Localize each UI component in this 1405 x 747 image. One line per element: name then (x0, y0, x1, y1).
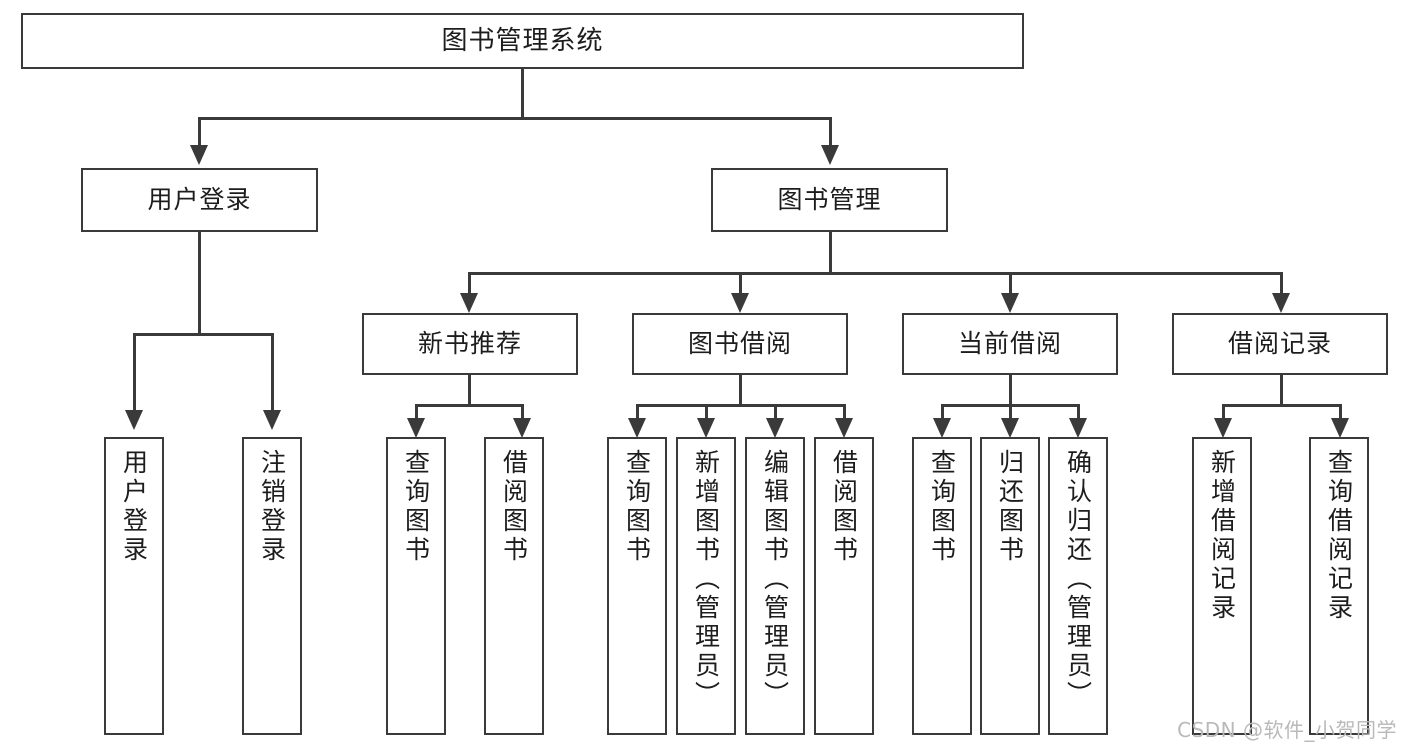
connector-user-login-stem (198, 232, 201, 336)
leaf-label: 编辑图书（管理员） (760, 449, 790, 710)
connector-borrow-record-stem (1280, 375, 1283, 407)
connector-current-borrow-leaf-1 (941, 404, 944, 422)
connector-book-management-stem (829, 232, 832, 274)
connector-user-login-leaf-1 (133, 333, 136, 413)
leaf-label: 查询图书 (401, 449, 431, 565)
connector-borrow-record-bus (1222, 404, 1341, 407)
connector-book-management-bus (468, 272, 1280, 275)
node-current-borrow[interactable]: 当前借阅 (902, 313, 1118, 375)
connector-root-to-user-login (198, 117, 201, 148)
connector-book-borrow-leaf-1 (636, 404, 639, 422)
leaf-current-borrow-return-book[interactable]: 归还图书 (980, 437, 1040, 735)
leaf-label: 用户登录 (119, 449, 149, 565)
leaf-borrow-record-add-record[interactable]: 新增借阅记录 (1192, 437, 1252, 735)
connector-borrow-record-leaf-1 (1222, 404, 1225, 422)
connector-new-book-bus (415, 404, 523, 407)
node-book-borrow[interactable]: 图书借阅 (632, 313, 848, 375)
connector-current-borrow-leaf-2 (1009, 404, 1012, 422)
connector-new-book-leaf-2 (521, 404, 524, 422)
leaf-label: 确认归还（管理员） (1063, 449, 1093, 710)
arrow-borrow-record-leaf-2 (1331, 418, 1349, 438)
connector-user-login-bus (133, 333, 271, 336)
leaf-book-borrow-edit-book[interactable]: 编辑图书（管理员） (745, 437, 805, 735)
node-root-book-management-system[interactable]: 图书管理系统 (21, 13, 1024, 69)
connector-current-borrow-leaf-3 (1077, 404, 1080, 422)
arrow-book-borrow-leaf-3 (766, 418, 784, 438)
arrow-current-borrow-leaf-3 (1069, 418, 1087, 438)
connector-book-borrow-stem (739, 375, 742, 407)
connector-current-borrow-stem (1009, 375, 1012, 407)
node-label: 借阅记录 (1227, 329, 1332, 359)
leaf-label: 注销登录 (257, 449, 287, 565)
connector-bm-to-borrow-record (1280, 272, 1283, 296)
node-label: 用户登录 (147, 185, 252, 215)
leaf-user-login-login[interactable]: 用户登录 (104, 437, 164, 735)
connector-root-bus (198, 117, 831, 120)
connector-book-borrow-leaf-2 (705, 404, 708, 422)
arrow-book-borrow-leaf-2 (697, 418, 715, 438)
leaf-new-book-borrow-book[interactable]: 借阅图书 (484, 437, 544, 735)
leaf-book-borrow-query-book[interactable]: 查询图书 (607, 437, 667, 735)
arrow-bm-to-borrow-record (1272, 293, 1290, 313)
connector-user-login-leaf-2 (271, 333, 274, 413)
arrow-borrow-record-leaf-1 (1214, 418, 1232, 438)
leaf-current-borrow-query-book[interactable]: 查询图书 (912, 437, 972, 735)
arrow-new-book-leaf-1 (407, 418, 425, 438)
node-borrow-record[interactable]: 借阅记录 (1172, 313, 1388, 375)
node-label: 新书推荐 (417, 329, 522, 359)
connector-bm-to-book-borrow (739, 272, 742, 296)
node-label: 图书管理系统 (441, 25, 604, 56)
connector-book-borrow-leaf-4 (843, 404, 846, 422)
arrow-user-login-leaf-1 (125, 410, 143, 430)
connector-bm-to-new-book (468, 272, 471, 296)
node-new-book-recommend[interactable]: 新书推荐 (362, 313, 578, 375)
connector-root-stem (521, 69, 524, 119)
arrow-bm-to-current-borrow (1001, 293, 1019, 313)
arrow-bm-to-book-borrow (731, 293, 749, 313)
leaf-book-borrow-add-book[interactable]: 新增图书（管理员） (676, 437, 736, 735)
leaf-label: 查询图书 (927, 449, 957, 565)
node-label: 图书管理 (777, 185, 882, 215)
leaf-book-borrow-borrow-book[interactable]: 借阅图书 (814, 437, 874, 735)
leaf-borrow-record-query-record[interactable]: 查询借阅记录 (1309, 437, 1369, 735)
connector-new-book-leaf-1 (415, 404, 418, 422)
node-user-login[interactable]: 用户登录 (81, 168, 318, 232)
csdn-watermark: CSDN @软件_小贺同学 (1177, 718, 1397, 742)
leaf-user-login-logout[interactable]: 注销登录 (242, 437, 302, 735)
leaf-label: 借阅图书 (829, 449, 859, 565)
connector-book-borrow-bus (636, 404, 844, 407)
connector-root-to-book-management (829, 117, 832, 148)
connector-borrow-record-leaf-2 (1339, 404, 1342, 422)
connector-book-borrow-leaf-3 (774, 404, 777, 422)
leaf-label: 借阅图书 (499, 449, 529, 565)
arrow-new-book-leaf-2 (513, 418, 531, 438)
leaf-label: 归还图书 (995, 449, 1025, 565)
arrow-current-borrow-leaf-1 (933, 418, 951, 438)
arrow-user-login-leaf-2 (263, 410, 281, 430)
node-label: 当前借阅 (957, 329, 1062, 359)
leaf-label: 新增借阅记录 (1207, 449, 1237, 623)
arrow-book-borrow-leaf-1 (628, 418, 646, 438)
leaf-label: 查询借阅记录 (1324, 449, 1354, 623)
node-book-management[interactable]: 图书管理 (711, 168, 948, 232)
leaf-new-book-query-book[interactable]: 查询图书 (386, 437, 446, 735)
connector-bm-to-current-borrow (1009, 272, 1012, 296)
connector-new-book-stem (468, 375, 471, 407)
arrow-book-borrow-leaf-4 (835, 418, 853, 438)
leaf-current-borrow-confirm-return[interactable]: 确认归还（管理员） (1048, 437, 1108, 735)
arrow-root-to-user-login (190, 145, 208, 165)
node-label: 图书借阅 (687, 329, 792, 359)
arrow-bm-to-new-book (460, 293, 478, 313)
leaf-label: 新增图书（管理员） (691, 449, 721, 710)
arrow-root-to-book-management (821, 145, 839, 165)
arrow-current-borrow-leaf-2 (1001, 418, 1019, 438)
leaf-label: 查询图书 (622, 449, 652, 565)
